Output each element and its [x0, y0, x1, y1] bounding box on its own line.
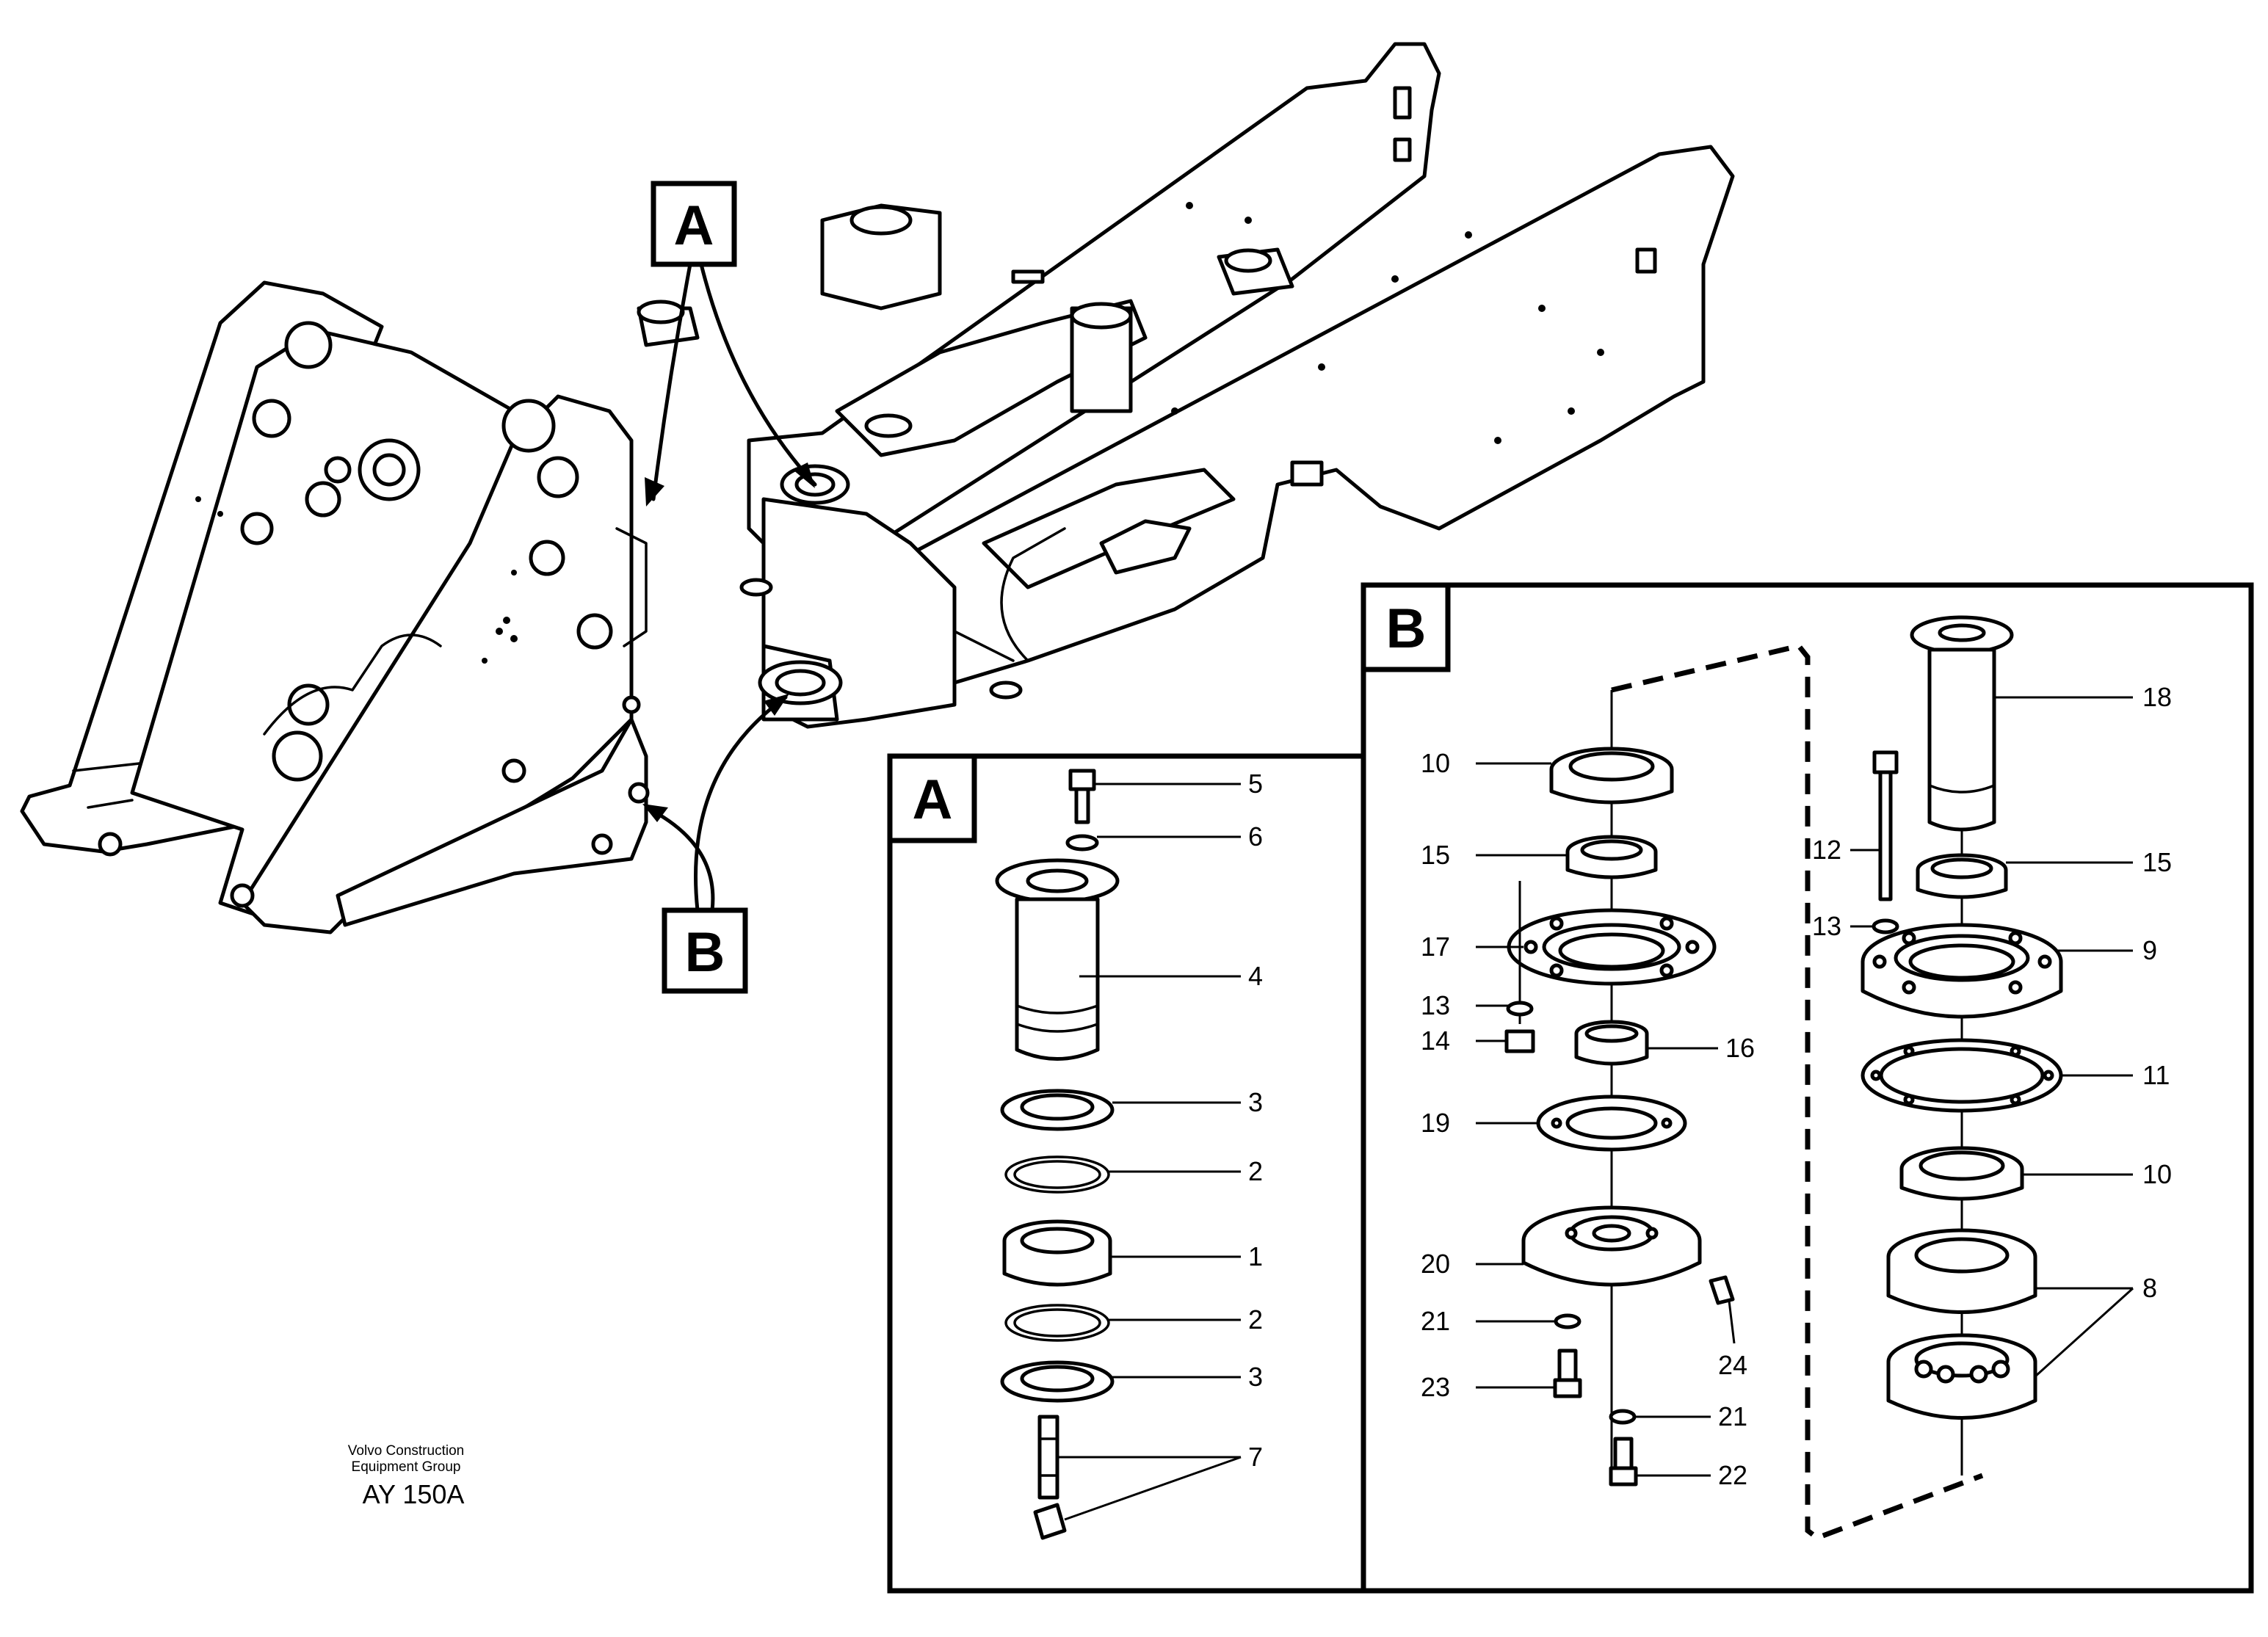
part-label-6: 6	[1248, 821, 1263, 852]
footer-caption: Volvo Construction Equipment Group AY 15…	[348, 1443, 465, 1509]
part-label-5: 5	[1248, 769, 1263, 799]
panel-b-tag: B	[1386, 598, 1427, 660]
callout-b-label: B	[685, 921, 725, 984]
part-label-14: 14	[1421, 1026, 1450, 1056]
part-label-3a: 3	[1248, 1087, 1263, 1117]
part-label-24: 24	[1718, 1350, 1747, 1380]
part-label-17: 17	[1421, 932, 1450, 962]
callout-b: B	[642, 694, 789, 994]
drawing-code: AY 150A	[363, 1479, 465, 1509]
part-label-23: 23	[1421, 1372, 1450, 1402]
part-label-4: 4	[1248, 961, 1263, 991]
part-label-18: 18	[2142, 682, 2172, 712]
front-frame-drawing	[20, 280, 650, 934]
part-label-15b: 15	[2142, 847, 2172, 877]
detail-panel-a: A 5 6 4	[887, 753, 1370, 1594]
part-label-13b: 13	[1812, 911, 1841, 941]
part-label-12: 12	[1812, 835, 1841, 865]
part-label-20: 20	[1421, 1249, 1450, 1279]
panel-a-tag: A	[913, 769, 953, 831]
company-name-line2: Equipment Group	[352, 1459, 461, 1475]
part-label-2a: 2	[1248, 1156, 1263, 1186]
part-label-10a: 10	[1421, 748, 1450, 778]
part-label-1: 1	[1248, 1241, 1263, 1271]
part-label-21b: 21	[1718, 1401, 1747, 1431]
part-label-11: 11	[2142, 1060, 2170, 1090]
part-label-19: 19	[1421, 1108, 1450, 1138]
part-label-8: 8	[2142, 1273, 2157, 1303]
part-label-7: 7	[1248, 1442, 1263, 1472]
part-label-16: 16	[1725, 1033, 1755, 1063]
part-label-9: 9	[2142, 935, 2157, 965]
part-label-3b: 3	[1248, 1362, 1263, 1392]
part-label-15a: 15	[1421, 840, 1450, 870]
part-label-21a: 21	[1421, 1306, 1450, 1336]
part-label-22: 22	[1718, 1460, 1747, 1490]
company-name-line1: Volvo Construction	[348, 1443, 464, 1459]
part-label-13a: 13	[1421, 990, 1450, 1020]
detail-panel-b: B	[1361, 582, 2254, 1594]
rear-frame-drawing	[637, 42, 1735, 729]
callout-a-label: A	[674, 195, 714, 257]
part-label-10b: 10	[2142, 1159, 2172, 1189]
callout-a: A	[645, 181, 817, 507]
part-label-2b: 2	[1248, 1304, 1263, 1335]
